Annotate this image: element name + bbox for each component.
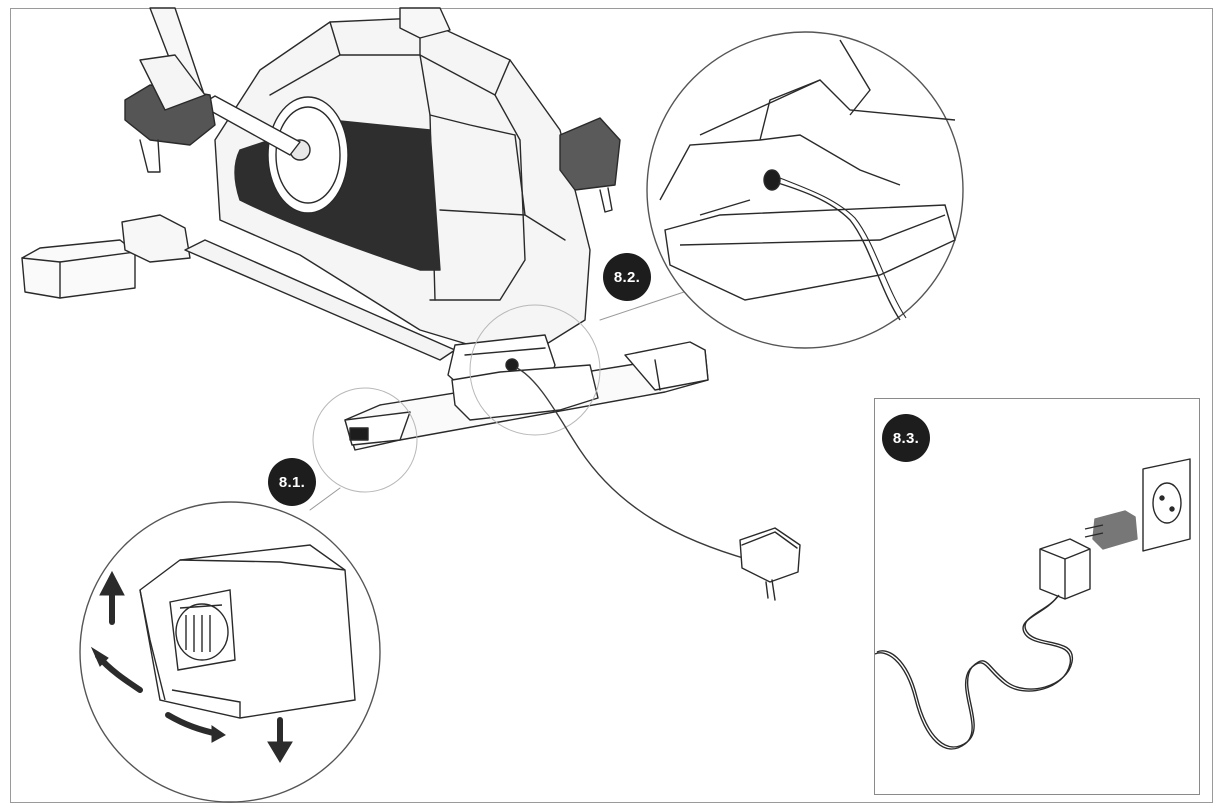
wall-plug-illustration [875,458,1191,750]
zoom-circle-socket [646,31,964,349]
wall-socket [1142,458,1191,552]
front-stabilizer-foot [21,214,191,299]
wall-socket-panel [874,398,1200,795]
adapter-cable [875,596,1071,750]
detail-circle-small [312,387,418,493]
zoom-circle-foot [79,501,381,803]
step-8-3-badge: 8.3. [882,414,930,462]
detail-circle-center [469,304,601,436]
step-8-2-badge: 8.2. [603,253,651,301]
step-8-1-badge: 8.1. [268,458,316,506]
right-pedal [559,117,621,213]
power-adapter [739,527,801,601]
left-pedal [124,54,301,173]
rotate-arrows [90,570,293,763]
power-cable [516,367,751,561]
flywheel-housing [214,7,591,346]
diagram-frame [10,8,1213,803]
rear-stabilizer [344,341,709,451]
plug-direction-arrow [1092,510,1138,550]
